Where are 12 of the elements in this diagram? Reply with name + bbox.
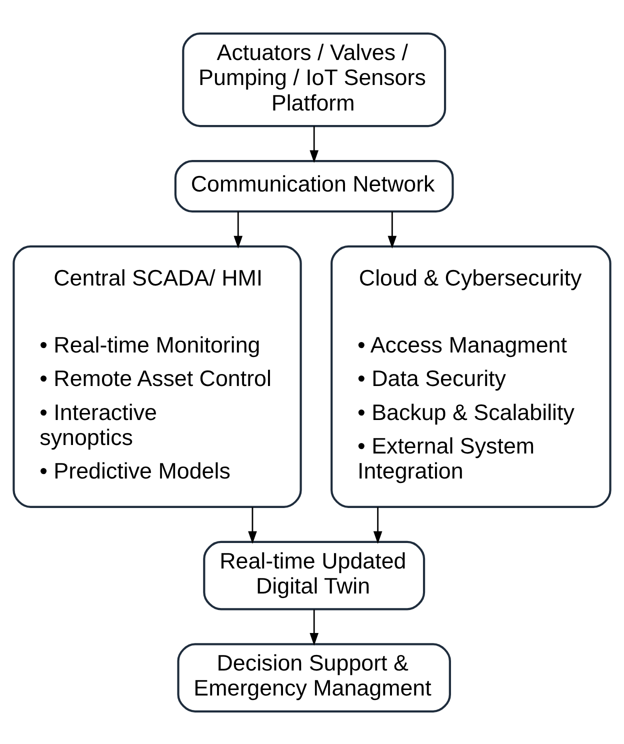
- arrow: [310, 126, 319, 162]
- arrow: [248, 506, 257, 544]
- node-box: Central SCADA/ HMI • Real-time Monitoring • Remote Asset Control • Interactive synoptics • Predictive Models: [12, 244, 302, 508]
- node-box: Communication Network: [174, 159, 454, 212]
- arrow: [310, 609, 319, 646]
- node-box: Actuators / Valves / Pumping / IoT Sensors Platform: [182, 32, 446, 127]
- arrow: [373, 506, 382, 544]
- node-box: Real-time Updated Digital Twin: [203, 540, 426, 610]
- node-box: Cloud & Cybersecurity • Access Managment • Data Security • Backup & Scalability • External System Integration: [330, 244, 612, 508]
- arrow: [234, 211, 243, 248]
- arrow: [388, 211, 397, 248]
- node-box: Decision Support & Emergency Managment: [177, 642, 451, 712]
